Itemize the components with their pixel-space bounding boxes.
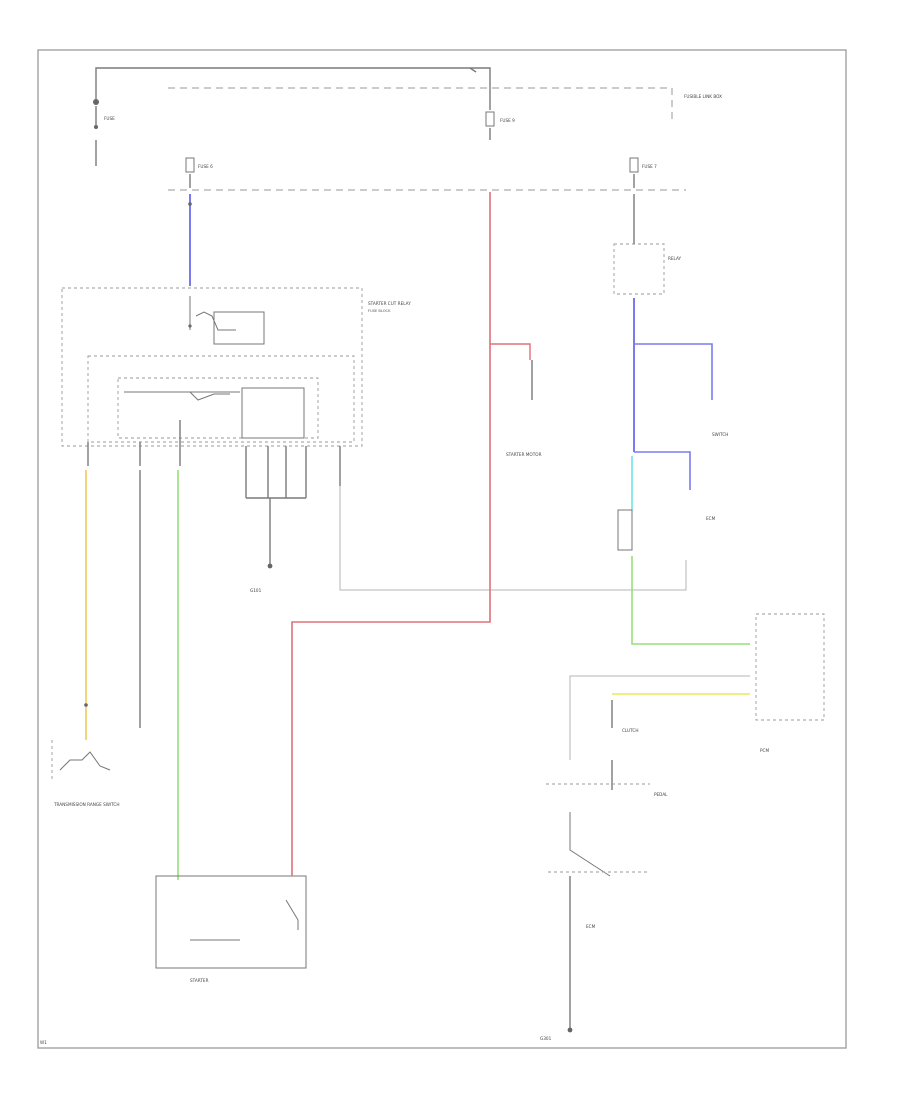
cyan-comp	[617, 509, 633, 551]
clutch-label: CLUTCH	[622, 728, 639, 733]
yellow-wire-end	[84, 703, 88, 707]
corner-mark: W1	[40, 1040, 47, 1045]
relay-right	[613, 243, 665, 295]
grey-wire-right	[569, 675, 750, 760]
red-wire	[291, 192, 491, 876]
diagram-frame	[37, 49, 847, 1049]
bottom-label: G301	[540, 1036, 552, 1041]
relay-module	[61, 287, 363, 447]
green-wire-right	[631, 556, 750, 645]
starter-relay	[155, 875, 307, 969]
fuse-left	[185, 157, 195, 173]
relay-right-label: RELAY	[668, 256, 682, 261]
fuse-top-right-label: FUSIBLE LINK BOX	[684, 94, 722, 99]
pcm-label: PCM	[760, 748, 769, 753]
starter-mid-label: STARTER MOTOR	[506, 452, 542, 457]
fuse-main-dot	[94, 125, 98, 129]
battery-terminal	[93, 99, 99, 105]
blue-wire-branch1	[634, 343, 713, 400]
starter-relay-label: STARTER	[190, 978, 209, 983]
lower-ground	[567, 1027, 573, 1033]
fuse-center	[485, 111, 495, 127]
ground-left-label: G101	[250, 588, 262, 593]
signal-wire	[339, 486, 687, 591]
red-branch	[490, 343, 531, 360]
starter-relay-switch	[285, 899, 299, 930]
fuse-right	[629, 157, 639, 173]
blue-wire-term	[188, 202, 192, 206]
relay-module-label: STARTER CUT RELAY	[368, 301, 411, 306]
relay-coil-lower	[189, 391, 230, 401]
fuse-center-label: FUSE 9	[500, 118, 515, 123]
ecm-label-right: ECM	[706, 516, 716, 521]
pcm-box	[755, 613, 825, 721]
fuse-right-label: FUSE 7	[642, 164, 657, 169]
ground-terminal	[267, 563, 273, 569]
relay-lower-box	[241, 387, 305, 439]
battery-wire-2	[469, 67, 477, 73]
relay-module-inner	[87, 355, 355, 443]
blue-wire-branch2	[634, 451, 691, 490]
lower-side-label: ECM	[586, 924, 596, 929]
sensor-right-label: SWITCH	[712, 432, 728, 437]
battery-wire	[95, 67, 491, 100]
relay-upper-dot	[188, 324, 192, 328]
fuse-left-label: FUSE 6	[198, 164, 213, 169]
relay-coil-upper	[195, 311, 236, 331]
lower-switch	[569, 812, 611, 877]
trans-range-label: TRANSMISSION RANGE SWITCH	[53, 802, 120, 807]
relay-module-core	[117, 377, 319, 439]
trans-switch	[59, 751, 111, 771]
pedal-label: PEDAL	[654, 792, 668, 797]
fuse-main-label: FUSE	[104, 116, 115, 121]
relay-coil-box	[213, 311, 265, 345]
relay-module-note: FUSE BLOCK	[368, 309, 391, 313]
